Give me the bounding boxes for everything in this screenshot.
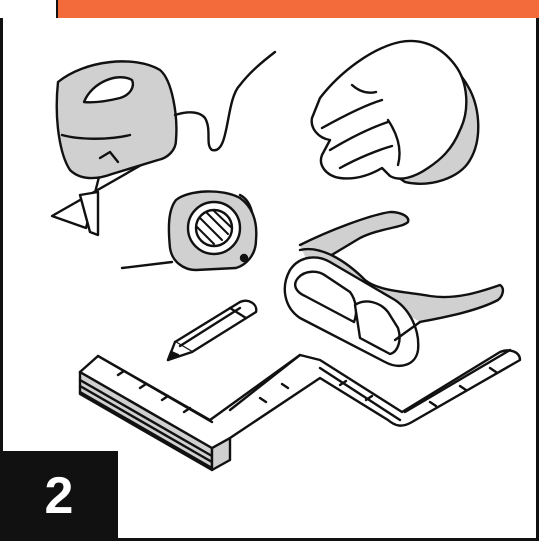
folding-ruler-icon <box>78 348 522 472</box>
accent-bar-notch <box>0 0 58 18</box>
accent-bar-fill <box>58 0 539 18</box>
step-badge <box>0 451 118 541</box>
tape-measure-icon <box>120 190 258 272</box>
pencil-icon <box>166 299 258 362</box>
glove-icon <box>310 39 480 185</box>
step-number: 2 <box>44 467 74 525</box>
jigsaw-icon <box>50 50 277 237</box>
accent-bar <box>0 0 539 18</box>
safety-goggles-icon <box>283 210 505 367</box>
